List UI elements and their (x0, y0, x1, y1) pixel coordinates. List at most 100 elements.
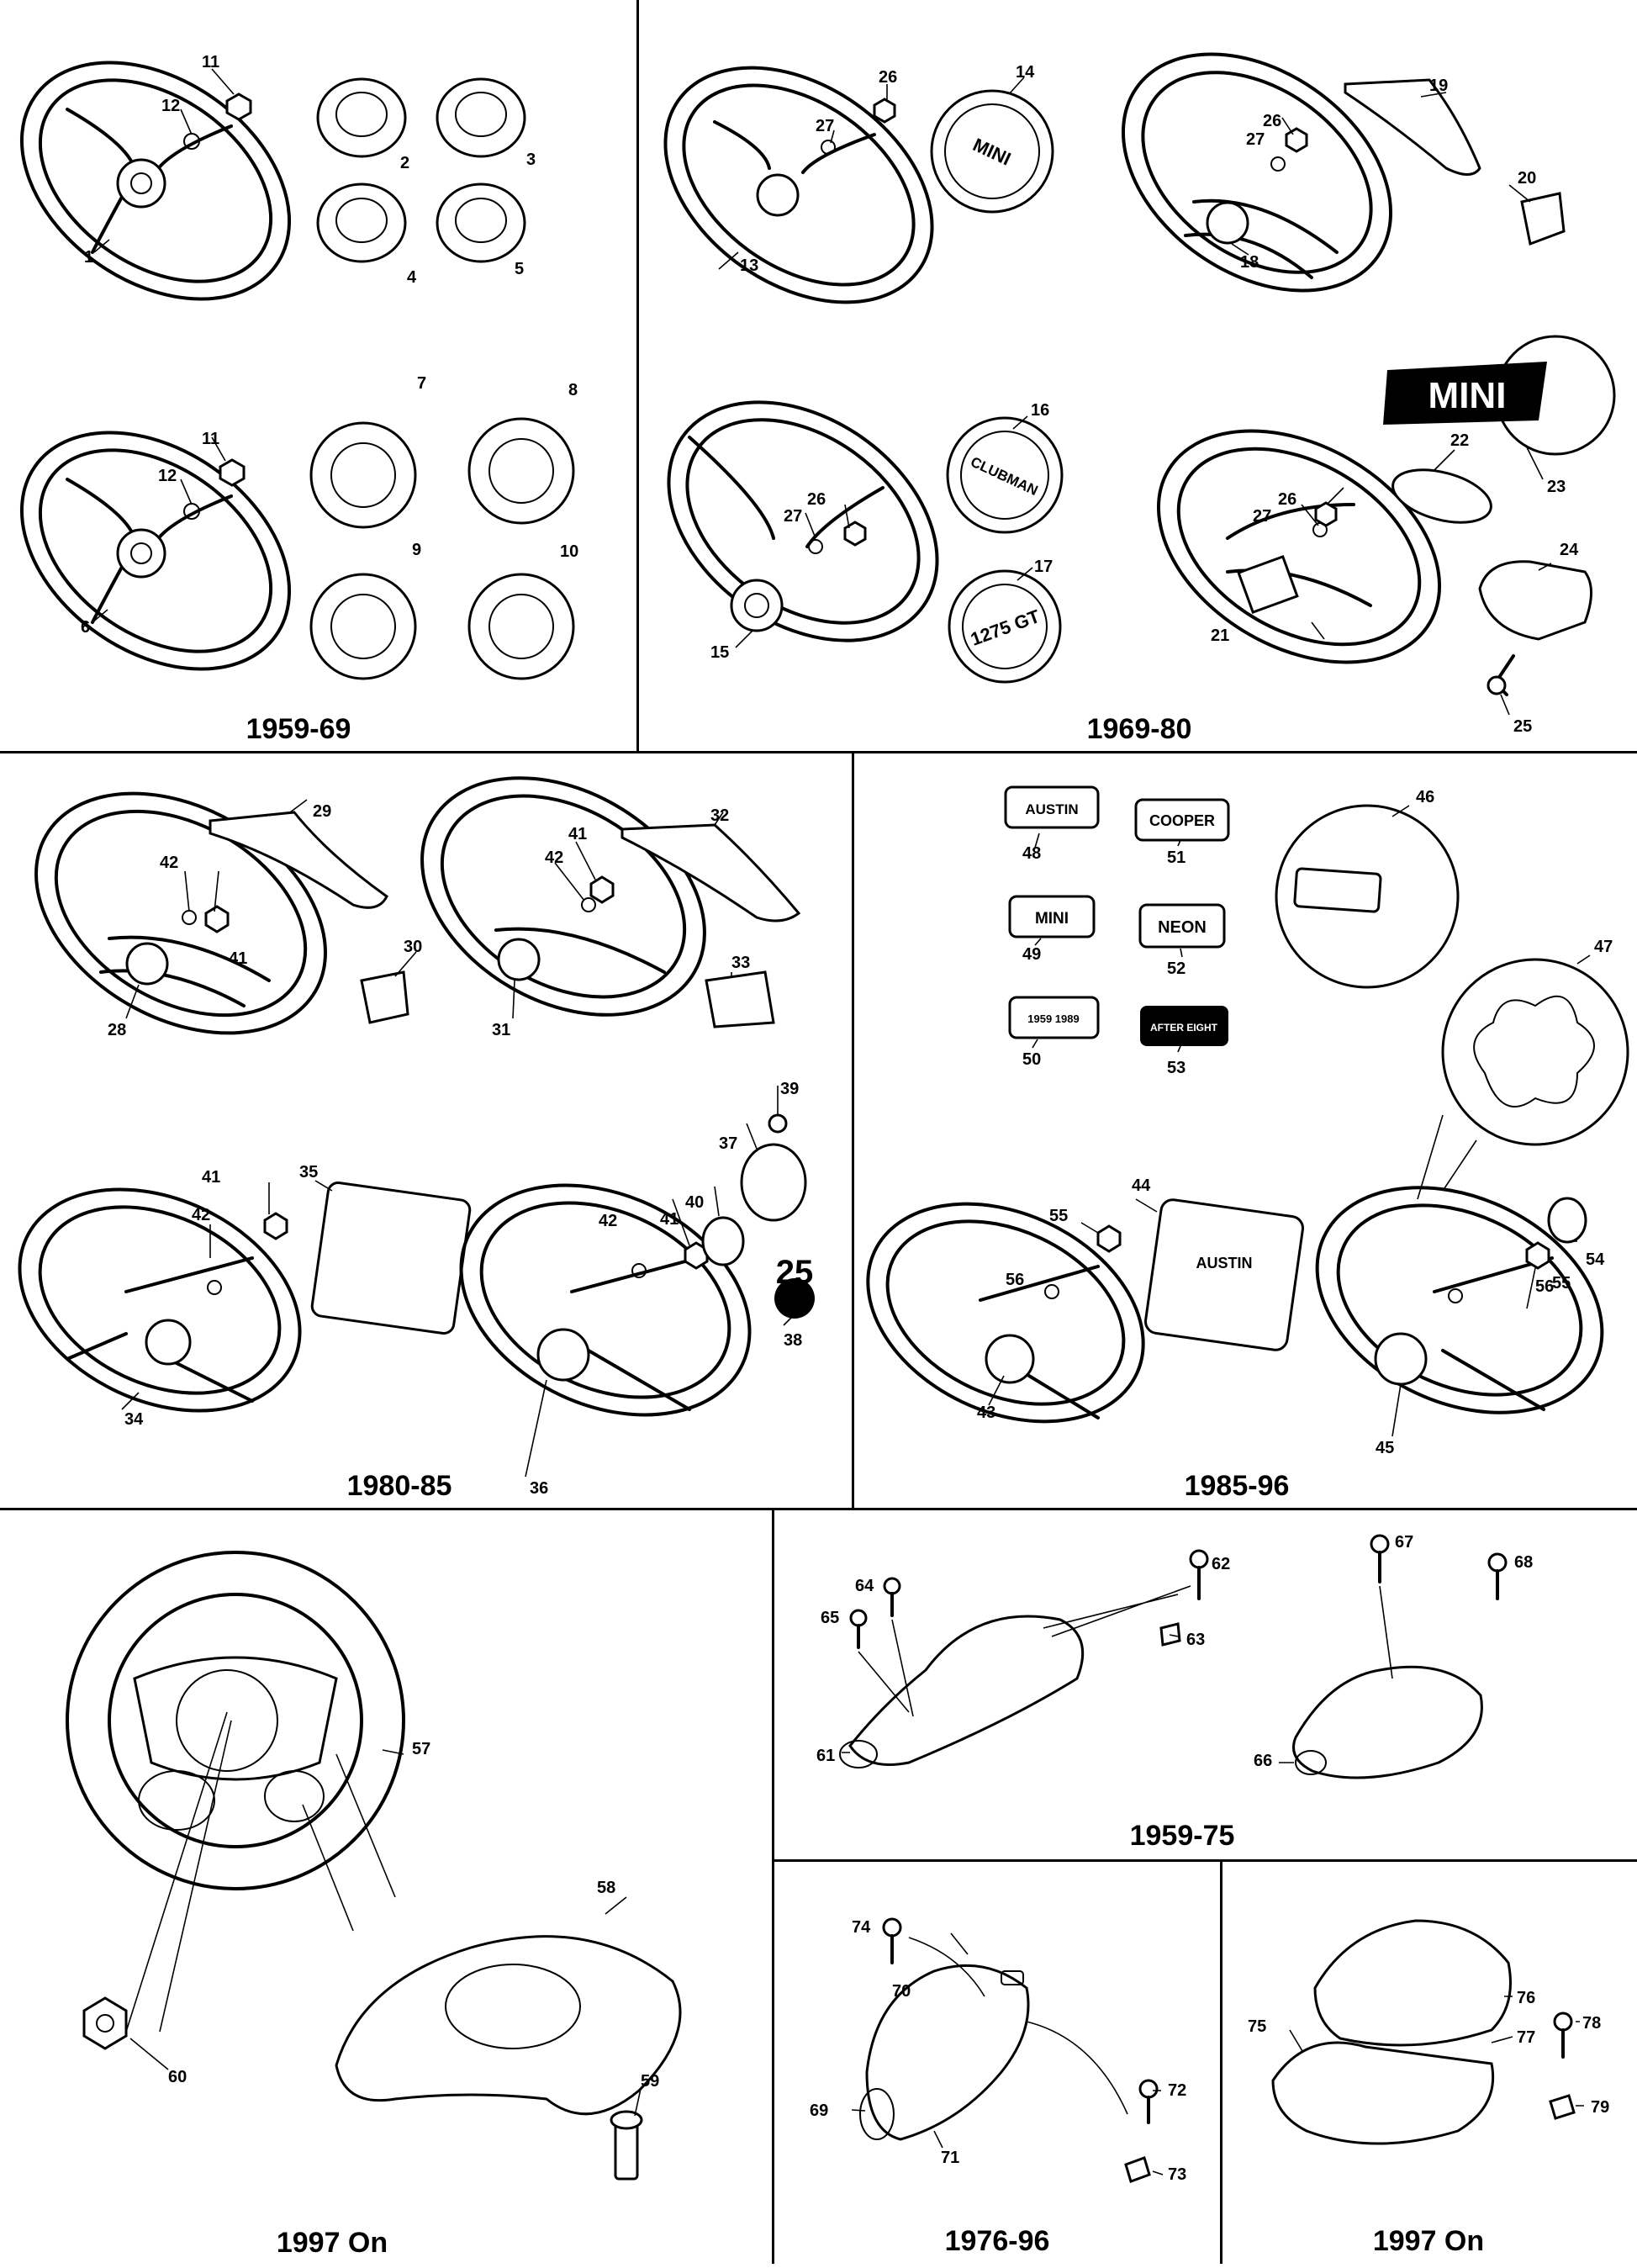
callout-17: 17 (1034, 558, 1053, 576)
clip-79 (1549, 2094, 1576, 2120)
badge-anniversary-50: 1959 1989 (1008, 996, 1100, 1039)
callout-57: 57 (412, 1740, 430, 1758)
centre-badge-38: 25 (774, 1254, 815, 1319)
callout-6: 6 (81, 618, 90, 637)
badge-neon-52: NEON (1138, 903, 1226, 949)
callout-75: 75 (1248, 2017, 1266, 2036)
callout-60: 60 (168, 2068, 187, 2086)
callout-65: 65 (821, 1609, 839, 1627)
callout-3: 3 (526, 151, 536, 169)
callout-20: 20 (1518, 169, 1536, 188)
diagram-1976-96: 74 70 69 71 72 73 (810, 1917, 1186, 2184)
callout-59: 59 (641, 2072, 659, 2091)
screw-25 (1487, 654, 1515, 696)
callout-54: 54 (1586, 1250, 1605, 1269)
callout-13: 13 (740, 256, 758, 275)
steering-wheel-1 (19, 61, 292, 301)
steering-wheel-31 (420, 776, 706, 1017)
nut-26b (1285, 127, 1308, 153)
cowl-70 (859, 1964, 1030, 2141)
panel-1980-85: 25 28 42 41 29 30 31 42 41 32 33 34 41 4… (0, 753, 852, 1508)
callout-68: 68 (1514, 1553, 1533, 1572)
callout-41c: 41 (202, 1168, 220, 1187)
callout-12a: 12 (161, 97, 180, 115)
nut-26c (843, 521, 867, 547)
mini-badge-text: MINI (1035, 910, 1069, 928)
cowl-upper-76 (1313, 1919, 1512, 2047)
panel-1959-75: 61 62 63 64 65 66 67 68 1959-75 (774, 1510, 1637, 1859)
callout-42a: 42 (160, 854, 178, 872)
callout-28: 28 (108, 1021, 126, 1039)
callout-2: 2 (400, 154, 409, 172)
nut-55a (1096, 1224, 1122, 1253)
divider-mid-vertical (852, 753, 854, 1509)
hub-cover-24 (1478, 560, 1592, 641)
callout-32: 32 (710, 806, 729, 825)
callout-50: 50 (1022, 1050, 1041, 1069)
panel-1976-96: 74 70 69 71 72 73 1976-96 (774, 1862, 1220, 2264)
callout-23: 23 (1547, 478, 1566, 496)
callout-66: 66 (1254, 1752, 1272, 1770)
nut-41b (589, 875, 615, 904)
callout-27a: 27 (816, 117, 834, 135)
callout-70: 70 (892, 1982, 911, 2001)
callout-55b: 55 (1552, 1274, 1571, 1293)
spoke-trim-19 (1344, 78, 1481, 176)
steering-wheel-43 (866, 1202, 1145, 1424)
panel-1959-69: 1 11 12 2 3 4 5 6 11 12 7 8 9 10 1959-69 (0, 0, 636, 751)
clip-73 (1124, 2156, 1151, 2183)
horn-push-3 (436, 77, 526, 158)
horn-push-10 (467, 573, 575, 680)
nut-41d (684, 1241, 709, 1270)
period-label-1985-96: 1985-96 (1184, 1470, 1290, 1502)
divider-bottom-right-vertical (1220, 1861, 1222, 2264)
callout-58: 58 (597, 1879, 615, 1897)
callout-24: 24 (1560, 541, 1579, 559)
horn-push-4 (316, 182, 407, 263)
callout-21: 21 (1211, 626, 1229, 645)
horn-push-2 (316, 77, 407, 158)
callout-61: 61 (816, 1747, 835, 1765)
callout-8: 8 (568, 381, 578, 399)
nut-11a (225, 93, 252, 121)
callout-19: 19 (1429, 77, 1448, 95)
horn-pad-35 (310, 1182, 472, 1335)
horn-push-8 (467, 417, 575, 525)
callout-1: 1 (84, 248, 93, 267)
hub-badge-clubman-16: CLUBMAN (946, 416, 1064, 534)
clip-30 (360, 970, 409, 1024)
cowl-lower-75 (1271, 2041, 1495, 2145)
steering-wheel-6 (19, 431, 292, 671)
diagram-1997-on-cowl: 76 77 75 78 79 (1248, 1919, 1609, 2145)
callout-69: 69 (810, 2101, 828, 2120)
callout-15: 15 (710, 643, 729, 662)
callout-41a: 41 (229, 949, 247, 968)
period-label-1969-80: 1969-80 (1086, 713, 1192, 745)
divider-bottom-vertical (772, 1509, 774, 2264)
callout-7: 7 (417, 374, 426, 393)
hub-badge-gt-17: 1275 GT (948, 569, 1062, 684)
horn-push-5 (436, 182, 526, 263)
badge-mini-49: MINI (1008, 895, 1096, 938)
callout-11a: 11 (202, 53, 219, 71)
cowl-66 (1292, 1665, 1483, 1779)
pin-39 (768, 1113, 788, 1134)
horn-push-47 (1441, 958, 1629, 1146)
callout-38: 38 (784, 1331, 802, 1350)
callout-71: 71 (941, 2149, 959, 2167)
period-label-1997-on-cowl: 1997 On (1372, 2225, 1485, 2257)
callout-9: 9 (412, 541, 421, 559)
callout-26c: 26 (807, 490, 826, 509)
callout-45: 45 (1376, 1439, 1394, 1457)
panel-1997-on-cowl: 76 77 75 78 79 1997 On (1222, 1862, 1637, 2264)
horn-push-7 (309, 421, 417, 529)
callout-63: 63 (1186, 1631, 1205, 1649)
screw-65 (849, 1609, 868, 1649)
steering-wheel-13 (663, 66, 934, 304)
nut-60 (82, 1996, 128, 2050)
callout-4: 4 (407, 268, 417, 287)
callout-27c: 27 (784, 507, 802, 526)
callout-48: 48 (1022, 844, 1041, 863)
callout-41d: 41 (660, 1210, 679, 1229)
bolt-59 (610, 2110, 643, 2181)
